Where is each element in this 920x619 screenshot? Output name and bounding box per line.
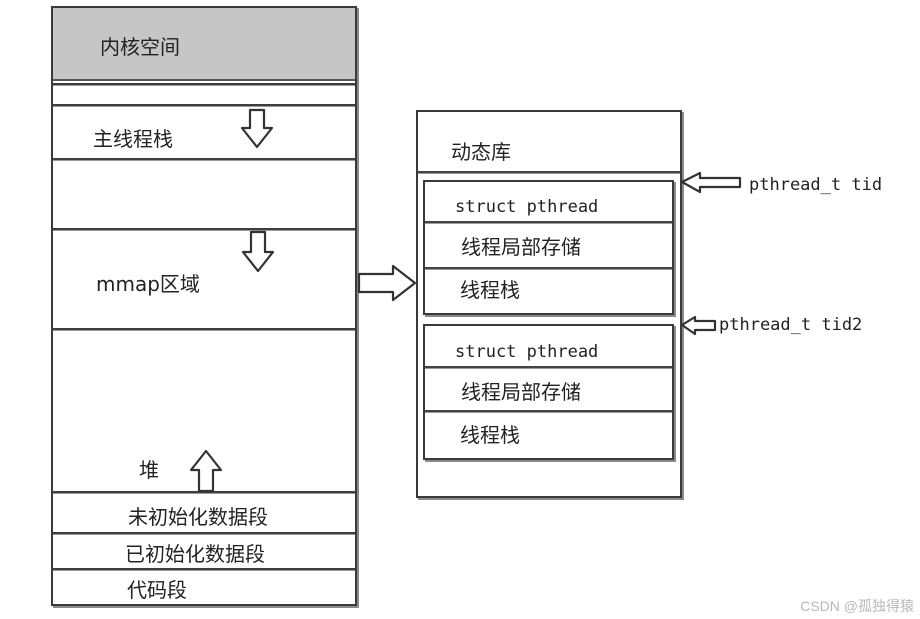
heap-label: 堆	[139, 458, 159, 482]
divider	[53, 532, 355, 534]
divider	[425, 410, 672, 412]
divider	[53, 158, 355, 160]
bss-segment-label: 未初始化数据段	[128, 505, 268, 529]
divider	[425, 366, 672, 368]
divider	[53, 328, 355, 330]
pthread-tid2-label: pthread_t tid2	[719, 315, 863, 335]
thread-local-storage-label: 线程局部存储	[461, 380, 581, 404]
divider	[53, 228, 355, 230]
left-arrow-icon	[680, 171, 742, 194]
code-segment-label: 代码段	[127, 578, 187, 602]
thread-block-2	[423, 324, 674, 460]
dynamic-library-block	[416, 110, 682, 498]
struct-pthread-label: struct pthread	[455, 342, 599, 362]
thread-local-storage-label: 线程局部存储	[461, 235, 581, 259]
down-arrow-icon	[241, 230, 275, 273]
pthread-tid-label: pthread_t tid	[749, 175, 883, 195]
mmap-region-label: mmap区域	[96, 272, 200, 296]
divider	[418, 171, 680, 173]
divider	[53, 568, 355, 570]
thread-block-1	[423, 180, 674, 315]
divider	[425, 267, 672, 269]
struct-pthread-label: struct pthread	[455, 197, 599, 217]
kernel-space-label: 内核空间	[100, 35, 180, 59]
divider	[425, 221, 672, 223]
down-arrow-icon	[240, 108, 274, 149]
divider	[53, 104, 355, 106]
thread-stack-label: 线程栈	[460, 278, 520, 302]
up-arrow-icon	[189, 449, 223, 493]
watermark: CSDN @孤独得猿	[800, 598, 914, 614]
data-segment-label: 已初始化数据段	[125, 542, 265, 566]
thread-stack-label: 线程栈	[460, 423, 520, 447]
kernel-space-block	[53, 8, 355, 81]
process-address-space	[51, 6, 357, 606]
divider	[53, 83, 355, 85]
dynamic-library-label: 动态库	[451, 140, 511, 164]
right-arrow-icon	[357, 264, 417, 302]
left-arrow-icon	[680, 315, 717, 336]
main-thread-stack-label: 主线程栈	[93, 127, 173, 151]
